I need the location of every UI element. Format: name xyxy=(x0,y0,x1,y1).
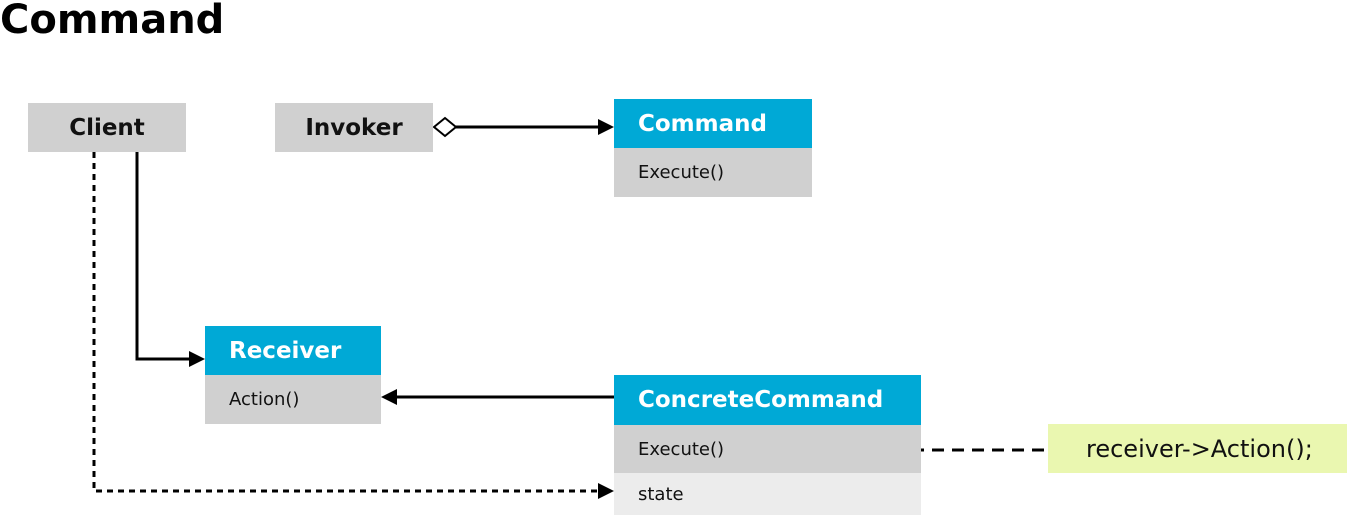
invoker-command-aggregation xyxy=(432,116,614,138)
concretecommand-receiver-association xyxy=(381,389,614,405)
aggregation-diamond-icon xyxy=(432,116,458,138)
command-execute-operation: Execute() xyxy=(614,148,812,197)
concretecommand-class-header: ConcreteCommand xyxy=(614,375,921,425)
client-receiver-association xyxy=(135,152,205,367)
receiver-class-header: Receiver xyxy=(205,326,381,375)
client-concretecommand-dependency xyxy=(92,152,614,499)
diagram-title: Command xyxy=(0,0,225,43)
client-class: Client xyxy=(28,103,186,152)
command-class-header: Command xyxy=(614,99,812,148)
concretecommand-execute-operation: Execute() xyxy=(614,425,921,473)
receiver-action-operation: Action() xyxy=(205,375,381,424)
invoker-class: Invoker xyxy=(275,103,433,152)
concretecommand-state-attribute: state xyxy=(614,473,921,515)
note-receiver-action: receiver->Action(); xyxy=(1048,424,1347,473)
